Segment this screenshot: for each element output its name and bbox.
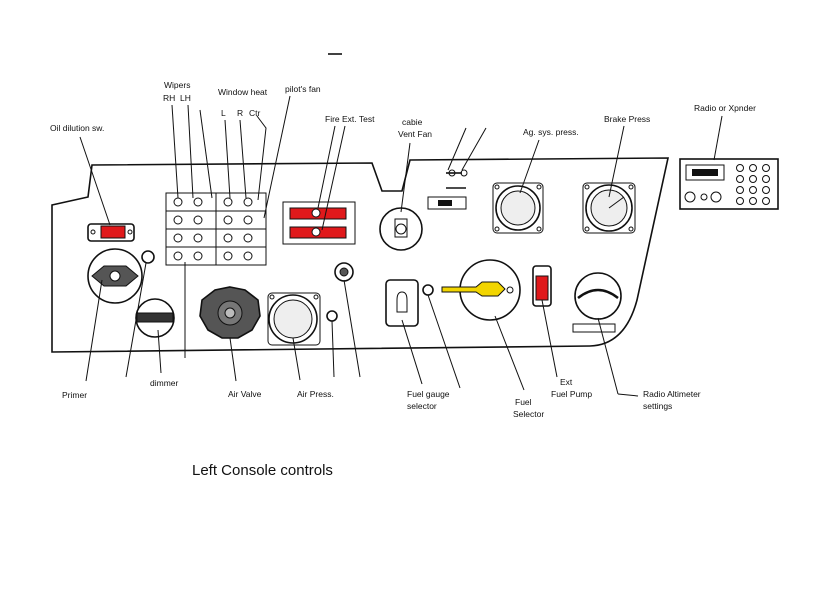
leader-lines xyxy=(79,95,723,397)
label-radio-xpnder: Radio or Xpnder xyxy=(694,103,756,113)
label-dimmer: dimmer xyxy=(150,378,179,388)
label-fuel-selector-2: Selector xyxy=(513,409,544,419)
fire-ext-test-switches[interactable] xyxy=(282,201,356,245)
label-air-press: Air Press. xyxy=(297,389,334,399)
label-ag-sys-press: Ag. sys. press. xyxy=(523,127,579,137)
label-brake-press: Brake Press xyxy=(604,114,650,124)
label-ext-fuel-pump-2: Fuel Pump xyxy=(551,389,592,399)
ag-sys-press-gauge xyxy=(492,182,544,234)
label-primer: Primer xyxy=(62,390,87,400)
fuel-gauge-selector[interactable] xyxy=(385,279,419,327)
label-pilots-fan: pilot's fan xyxy=(285,84,321,94)
label-cabin-fan-2: Vent Fan xyxy=(398,129,432,139)
label-radio-alt-1: Radio Altimeter xyxy=(643,389,701,399)
air-press-indicator xyxy=(326,310,338,322)
label-radio-alt-2: settings xyxy=(643,401,672,411)
fuel-selector[interactable] xyxy=(441,259,521,321)
oil-dilution-switch[interactable] xyxy=(87,223,135,242)
switch-block[interactable] xyxy=(165,192,267,266)
label-wipers-lh: LH xyxy=(180,93,191,103)
primer-knob[interactable] xyxy=(87,248,143,304)
cabin-vent-fan-knob[interactable] xyxy=(379,207,423,251)
air-valve-knob[interactable] xyxy=(199,286,261,339)
label-wipers: Wipers xyxy=(164,80,190,90)
label-window-heat-ctr: Ctr xyxy=(249,108,261,118)
console-outline xyxy=(51,157,669,353)
dimmer-knob[interactable] xyxy=(135,298,175,338)
label-fire-ext-test: Fire Ext. Test xyxy=(325,114,375,124)
label-fuel-gauge-2: selector xyxy=(407,401,437,411)
air-press-gauge xyxy=(267,292,321,346)
label-cabin-fan-1: cabie xyxy=(402,117,423,127)
diagram-caption: Left Console controls xyxy=(192,462,333,479)
upper-levers[interactable] xyxy=(427,169,468,210)
brake-press-gauge xyxy=(582,182,636,234)
label-window-heat-l: L xyxy=(221,108,226,118)
label-air-valve: Air Valve xyxy=(228,389,262,399)
primer-indicator xyxy=(141,250,155,264)
label-ext-fuel-pump-1: Ext xyxy=(560,377,573,387)
radio-xpnder-unit[interactable] xyxy=(679,158,779,210)
label-window-heat-r: R xyxy=(237,108,243,118)
label-fuel-gauge-1: Fuel gauge xyxy=(407,389,450,399)
radio-altimeter-knob[interactable] xyxy=(572,272,622,333)
label-oil-dilution: Oil dilution sw. xyxy=(50,123,104,133)
fuel-gauge-indicator xyxy=(422,284,434,296)
label-fuel-selector-1: Fuel xyxy=(515,397,532,407)
label-wipers-rh: RH xyxy=(163,93,175,103)
label-window-heat: Window heat xyxy=(218,87,268,97)
